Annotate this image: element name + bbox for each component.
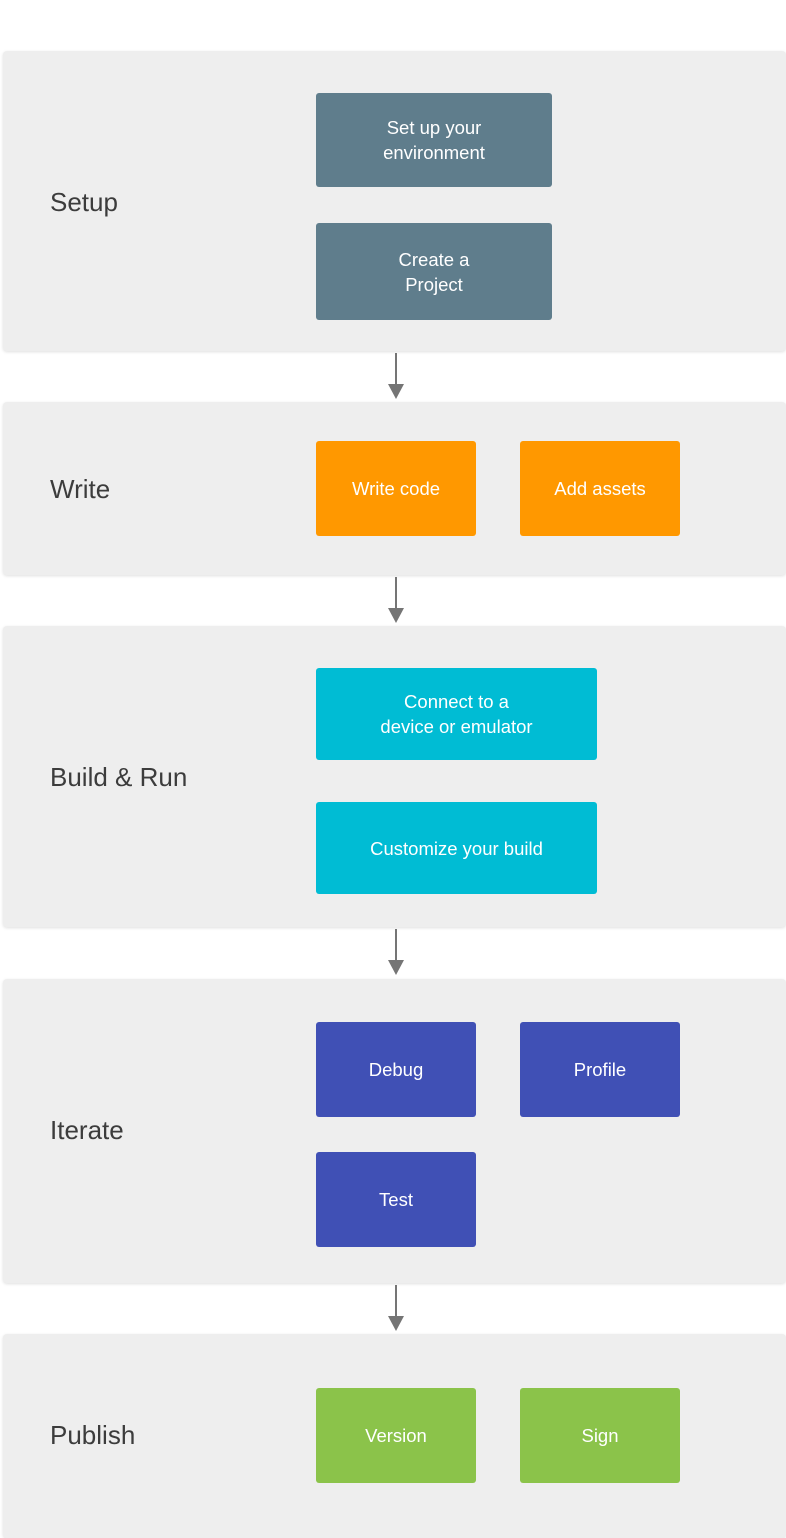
card-label-line2: environment [383, 142, 485, 163]
card-customize-your-build[interactable]: Customize your build [316, 802, 597, 894]
card-label: Customize your build [370, 837, 543, 859]
card-label: Add assets [554, 478, 646, 499]
card-label: Test [379, 1189, 413, 1210]
card-sign[interactable]: Sign [520, 1388, 680, 1483]
card-label-line1: Create a [398, 248, 470, 270]
stage-label-build-run: Build & Run [50, 762, 188, 792]
card-label-line1: Connect to a [404, 691, 509, 712]
card-label-line1: Set up your [386, 117, 482, 138]
connector-write-to-build-run [384, 577, 408, 625]
connector-setup-to-write [384, 353, 408, 401]
card-connect-to-a-device-or-emulator[interactable]: Connect to a device or emulator [316, 668, 597, 760]
card-label: Profile [573, 1059, 627, 1080]
stage-label-setup: Setup [50, 187, 118, 217]
card-write-code[interactable]: Write code [316, 441, 476, 536]
connector-build-run-to-iterate [384, 929, 408, 977]
card-set-up-your-environment[interactable]: Set up your environment [316, 93, 552, 187]
card-label-line2: Project [405, 273, 463, 295]
card-label: Debug [368, 1059, 424, 1080]
card-profile[interactable]: Profile [520, 1022, 680, 1117]
card-label: Sign [581, 1425, 619, 1446]
connector-iterate-to-publish [384, 1285, 408, 1333]
card-label: Version [365, 1425, 427, 1446]
card-label: Write code [351, 478, 441, 499]
card-label-line2: device or emulator [380, 716, 533, 737]
card-version[interactable]: Version [316, 1388, 476, 1483]
stage-label-write: Write [50, 474, 111, 504]
card-debug[interactable]: Debug [316, 1022, 476, 1117]
card-test[interactable]: Test [316, 1152, 476, 1247]
stage-label-iterate: Iterate [50, 1115, 124, 1145]
stage-label-publish: Publish [50, 1420, 136, 1450]
card-create-a-project[interactable]: Create a Project [316, 223, 552, 320]
card-add-assets[interactable]: Add assets [520, 441, 680, 536]
